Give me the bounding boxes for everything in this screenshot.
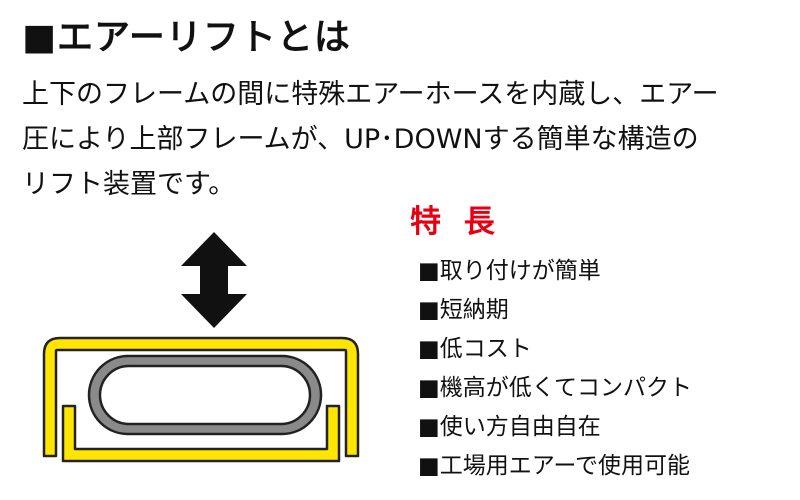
feature-item: ■工場用エアーで使用可能: [418, 453, 690, 479]
page-title: ■エアーリフトとは: [22, 17, 351, 58]
feature-item: ■使い方自由自在: [418, 414, 601, 440]
feature-item: ■低コスト: [418, 336, 532, 362]
air-lift-diagram: [42, 232, 360, 463]
upper-frame: [42, 336, 360, 458]
up-down-arrow-icon: [181, 232, 247, 328]
description-line: リフト装置です。: [22, 169, 236, 200]
feature-list: ■取り付けが簡単 ■短納期 ■低コスト ■機高が低くてコンパクト ■使い方自由自…: [418, 252, 692, 486]
features-heading: 特 長: [410, 204, 501, 240]
lower-frame: [61, 404, 341, 463]
description-line: 圧により上部フレームが、UP･DOWNする簡単な構造の: [22, 124, 699, 155]
feature-item: ■取り付けが簡単: [418, 258, 601, 284]
feature-item: ■機高が低くてコンパクト: [418, 375, 693, 401]
description: 上下のフレームの間に特殊エアーホースを内蔵し、エアー 圧により上部フレームが、U…: [22, 72, 719, 207]
description-line: 上下のフレームの間に特殊エアーホースを内蔵し、エアー: [22, 79, 719, 110]
air-hose: [87, 354, 323, 436]
feature-item: ■短納期: [418, 297, 509, 323]
